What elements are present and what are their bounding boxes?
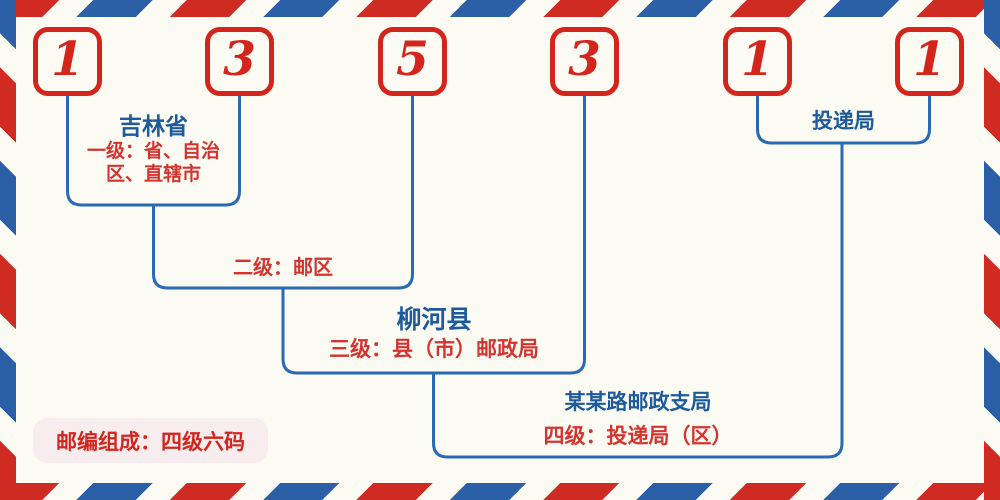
digit-1: 1 — [51, 32, 84, 87]
digit-4: 3 — [568, 32, 601, 87]
digit-box-6: 1 — [895, 27, 964, 96]
bracket-level4 — [432, 143, 844, 459]
level1-place-name: 吉林省 — [119, 113, 188, 140]
digit-box-1: 1 — [33, 27, 102, 96]
digit-box-4: 3 — [550, 27, 619, 96]
level2-label: 二级：邮区 — [233, 255, 333, 279]
digit-box-2: 3 — [205, 27, 274, 96]
level1-label: 一级：省、自治区、直辖市 — [86, 140, 220, 185]
digit-box-5: 1 — [723, 27, 792, 96]
level4-annotation: 某某路邮政支局 四级：投递局（区） — [508, 390, 768, 449]
digit-2: 3 — [223, 32, 256, 87]
level3-label: 三级：县（市）邮政局 — [329, 337, 539, 361]
level4-place-name: 某某路邮政支局 — [564, 389, 712, 414]
composition-badge: 邮编组成：四级六码 — [33, 418, 268, 463]
bracket-delivery — [756, 96, 931, 145]
digit-6: 1 — [913, 32, 946, 87]
level3-place-name: 柳河县 — [396, 305, 472, 334]
digit-box-3: 5 — [378, 27, 447, 96]
composition-label: 邮编组成：四级六码 — [56, 428, 245, 454]
delivery-annotation: 投递局 — [783, 109, 904, 133]
level1-annotation: 吉林省 一级：省、自治区、直辖市 — [72, 114, 235, 186]
airmail-border-right — [984, 0, 1000, 500]
level2-annotation: 二级：邮区 — [203, 255, 363, 279]
airmail-border-bottom — [0, 483, 1000, 500]
airmail-border-left — [0, 0, 16, 500]
digit-3: 5 — [396, 32, 429, 87]
level4-label: 四级：投递局（区） — [543, 424, 733, 448]
digit-5: 1 — [741, 32, 774, 87]
level3-annotation: 柳河县 三级：县（市）邮政局 — [304, 306, 564, 362]
airmail-border-top — [0, 0, 1000, 17]
delivery-label: 投递局 — [812, 108, 875, 133]
